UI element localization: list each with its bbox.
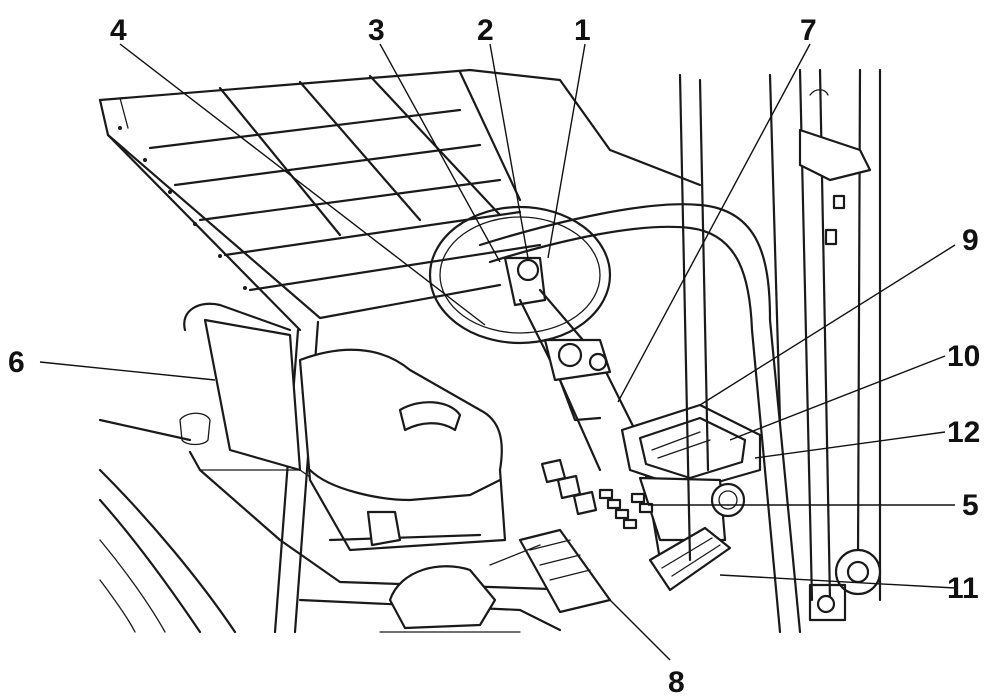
callout-labels: 1 2 3 4 5 6 7 8 9 10 11 12 bbox=[8, 14, 980, 697]
callout-4: 4 bbox=[110, 14, 127, 47]
leader-6 bbox=[39, 361, 216, 381]
leader-12 bbox=[754, 431, 946, 459]
rear-wheel bbox=[98, 468, 237, 634]
callout-2: 2 bbox=[477, 14, 494, 47]
callout-8: 8 bbox=[668, 666, 685, 697]
leader-9 bbox=[699, 244, 956, 406]
leader-lines bbox=[39, 43, 956, 661]
lever-bank bbox=[598, 488, 654, 530]
overhead-guard bbox=[98, 68, 702, 332]
chain-pulley bbox=[808, 548, 882, 622]
operator-seat bbox=[183, 302, 507, 552]
callout-12: 12 bbox=[947, 416, 980, 449]
leader-2 bbox=[489, 43, 529, 259]
leader-8 bbox=[609, 599, 671, 661]
leader-7 bbox=[617, 43, 811, 403]
hydraulic-control-levers bbox=[543, 338, 612, 422]
leader-11 bbox=[719, 574, 956, 589]
callout-10: 10 bbox=[947, 340, 980, 373]
leader-10 bbox=[729, 355, 946, 441]
mast bbox=[678, 68, 882, 602]
callout-6: 6 bbox=[8, 346, 25, 379]
leader-4 bbox=[119, 43, 486, 326]
callout-9: 9 bbox=[962, 224, 979, 257]
leader-3 bbox=[379, 43, 501, 263]
callout-7: 7 bbox=[800, 14, 817, 47]
callout-1: 1 bbox=[574, 14, 591, 47]
callout-3: 3 bbox=[368, 14, 385, 47]
leader-1 bbox=[547, 43, 586, 259]
forklift-illustration bbox=[98, 68, 882, 634]
callout-5: 5 bbox=[962, 489, 979, 522]
instrument-panel bbox=[620, 403, 762, 542]
steering-wheel bbox=[428, 205, 662, 562]
callout-11: 11 bbox=[947, 572, 979, 605]
floor-mat bbox=[388, 544, 541, 630]
